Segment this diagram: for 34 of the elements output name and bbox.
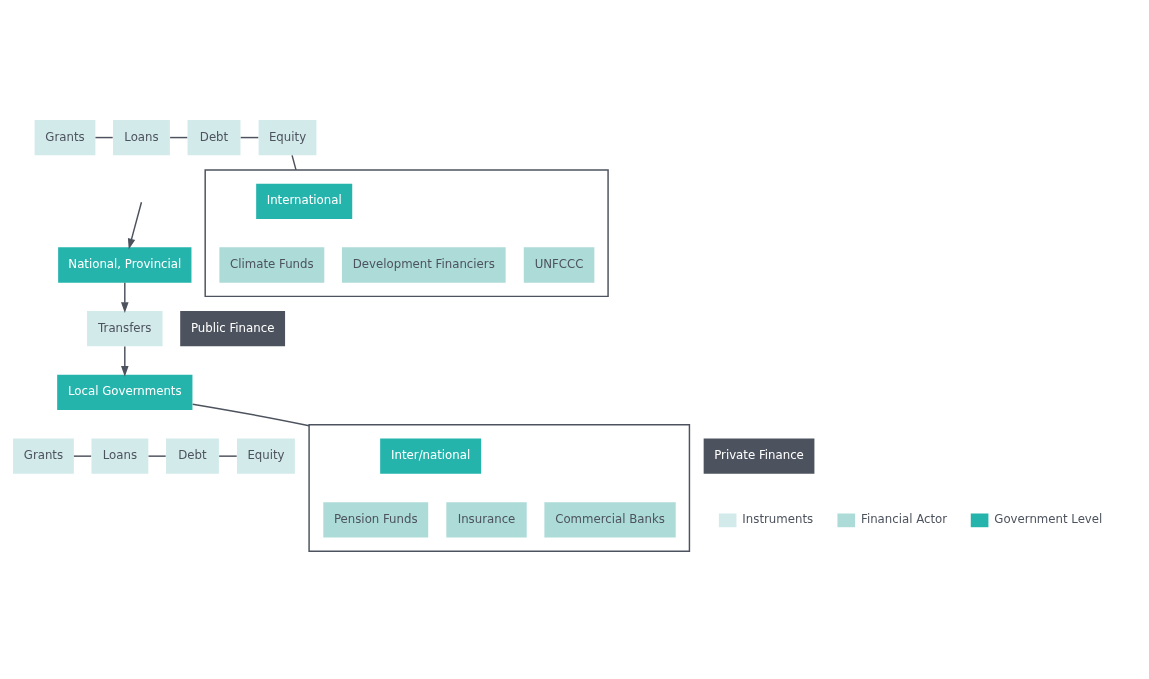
node-box: Transfers — [87, 311, 163, 347]
legend-label: Financial Actor — [860, 512, 948, 527]
legend-label: Instruments — [742, 512, 814, 527]
node-box: Commercial Banks — [544, 502, 676, 538]
legend-label: Government Level — [994, 512, 1103, 527]
connector — [147, 455, 167, 457]
node-box: Equity — [237, 438, 295, 474]
connector — [73, 455, 92, 457]
node-box: Inter/national — [380, 438, 482, 474]
node-box: National, Provincial — [58, 247, 192, 283]
node-box: Public Finance — [180, 311, 286, 347]
arrow — [121, 282, 129, 314]
connector — [218, 455, 238, 457]
node-box: UNFCCC — [523, 247, 595, 283]
node-box: Insurance — [446, 502, 527, 538]
node-box: Equity — [258, 119, 317, 156]
node-box: Climate Funds — [219, 247, 325, 283]
arrow — [121, 345, 129, 377]
node-box: Grants — [34, 119, 96, 156]
node-box: Pension Funds — [323, 502, 429, 538]
node-box: Development Financiers — [341, 247, 506, 283]
arrow — [127, 201, 143, 250]
cluster — [204, 169, 609, 298]
node-box: Local Governments — [57, 374, 193, 411]
node-box: Private Finance — [703, 438, 815, 474]
node-box: Loans — [113, 119, 170, 156]
node-box: Debt — [187, 119, 241, 156]
node-box: Debt — [166, 438, 219, 474]
node-box: International — [256, 183, 353, 219]
node-box: Grants — [13, 438, 74, 474]
connector — [192, 403, 310, 427]
connector — [291, 154, 297, 171]
node-box: Loans — [91, 438, 149, 474]
cluster — [308, 424, 691, 552]
